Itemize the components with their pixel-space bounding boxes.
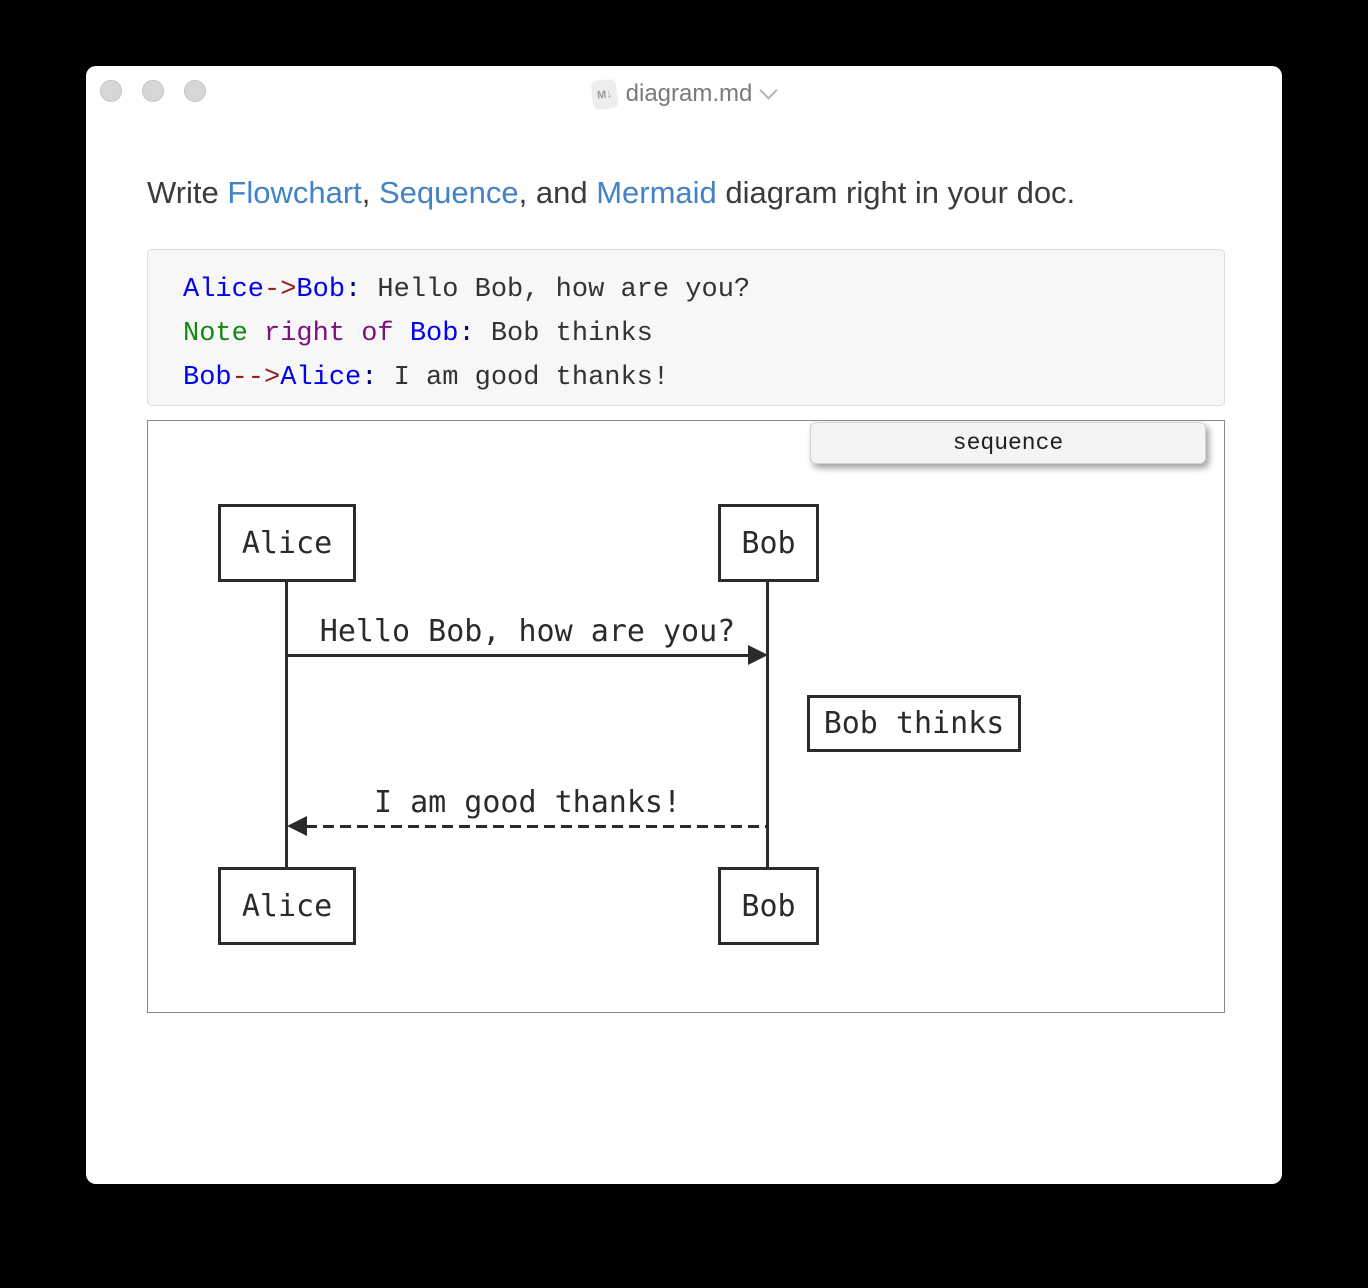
window-title: diagram.md bbox=[625, 80, 753, 107]
lifeline-bob bbox=[766, 582, 769, 867]
code-token: : bbox=[345, 275, 362, 305]
code-token: I am good thanks! bbox=[377, 363, 670, 393]
code-token: : bbox=[361, 363, 378, 393]
close-button[interactable] bbox=[100, 80, 122, 102]
heading-text: , bbox=[361, 175, 379, 210]
code-token: Bob thinks bbox=[474, 319, 653, 349]
chevron-down-icon[interactable] bbox=[759, 80, 779, 100]
heading-text: , and bbox=[518, 175, 597, 210]
message-arrow-solid bbox=[288, 654, 749, 657]
code-line: Alice->Bob: Hello Bob, how are you? bbox=[183, 268, 1224, 312]
markdown-file-icon: M↓ bbox=[591, 79, 617, 109]
code-token: --> bbox=[231, 363, 281, 393]
code-line: Note right of Bob: Bob thinks bbox=[183, 312, 1224, 356]
actor-box-bob-top: Bob bbox=[718, 504, 819, 582]
macdown-window: M↓ diagram.md Write Flowchart, Sequence,… bbox=[86, 66, 1282, 1184]
message-arrow-dashed bbox=[306, 825, 768, 828]
code-token: : bbox=[458, 319, 475, 349]
heading-text: Write bbox=[147, 175, 228, 210]
code-token: Bob bbox=[409, 319, 459, 349]
arrowhead-left-icon bbox=[287, 816, 307, 836]
actor-box-bob-bottom: Bob bbox=[718, 867, 819, 945]
sequence-diagram-panel: sequence Alice Bob Hello Bob, how are yo… bbox=[147, 420, 1225, 1013]
code-token: Bob bbox=[296, 275, 346, 305]
titlebar: M↓ diagram.md bbox=[86, 66, 1282, 122]
code-token: right of bbox=[264, 319, 394, 349]
code-token bbox=[248, 319, 264, 349]
page-title: Write Flowchart, Sequence, and Mermaid d… bbox=[147, 174, 1237, 212]
link-flowchart[interactable]: Flowchart bbox=[227, 175, 362, 210]
code-token bbox=[394, 319, 410, 349]
traffic-lights bbox=[100, 80, 206, 102]
code-token: Alice bbox=[183, 275, 265, 305]
title-group: M↓ diagram.md bbox=[86, 66, 1282, 122]
code-token: Alice bbox=[280, 363, 362, 393]
code-token: Hello Bob, how are you? bbox=[361, 275, 751, 305]
zoom-button[interactable] bbox=[184, 80, 206, 102]
code-token: Note bbox=[183, 319, 248, 349]
actor-box-alice-bottom: Alice bbox=[218, 867, 356, 945]
link-mermaid[interactable]: Mermaid bbox=[596, 175, 717, 210]
heading-text: diagram right in your doc. bbox=[716, 175, 1076, 210]
note-box: Bob thinks bbox=[807, 695, 1021, 752]
code-token: Bob bbox=[183, 363, 232, 393]
minimize-button[interactable] bbox=[142, 80, 164, 102]
lifeline-alice bbox=[285, 582, 288, 867]
link-sequence[interactable]: Sequence bbox=[379, 175, 519, 210]
code-token: -> bbox=[264, 275, 297, 305]
actor-box-alice-top: Alice bbox=[218, 504, 356, 582]
message-label-1: Hello Bob, how are you? bbox=[319, 614, 736, 649]
arrowhead-right-icon bbox=[748, 645, 768, 665]
diagram-type-badge: sequence bbox=[810, 422, 1206, 464]
code-line: Bob-->Alice: I am good thanks! bbox=[183, 356, 1224, 400]
code-block: Alice->Bob: Hello Bob, how are you? Note… bbox=[147, 249, 1225, 406]
message-label-2: I am good thanks! bbox=[373, 785, 682, 820]
